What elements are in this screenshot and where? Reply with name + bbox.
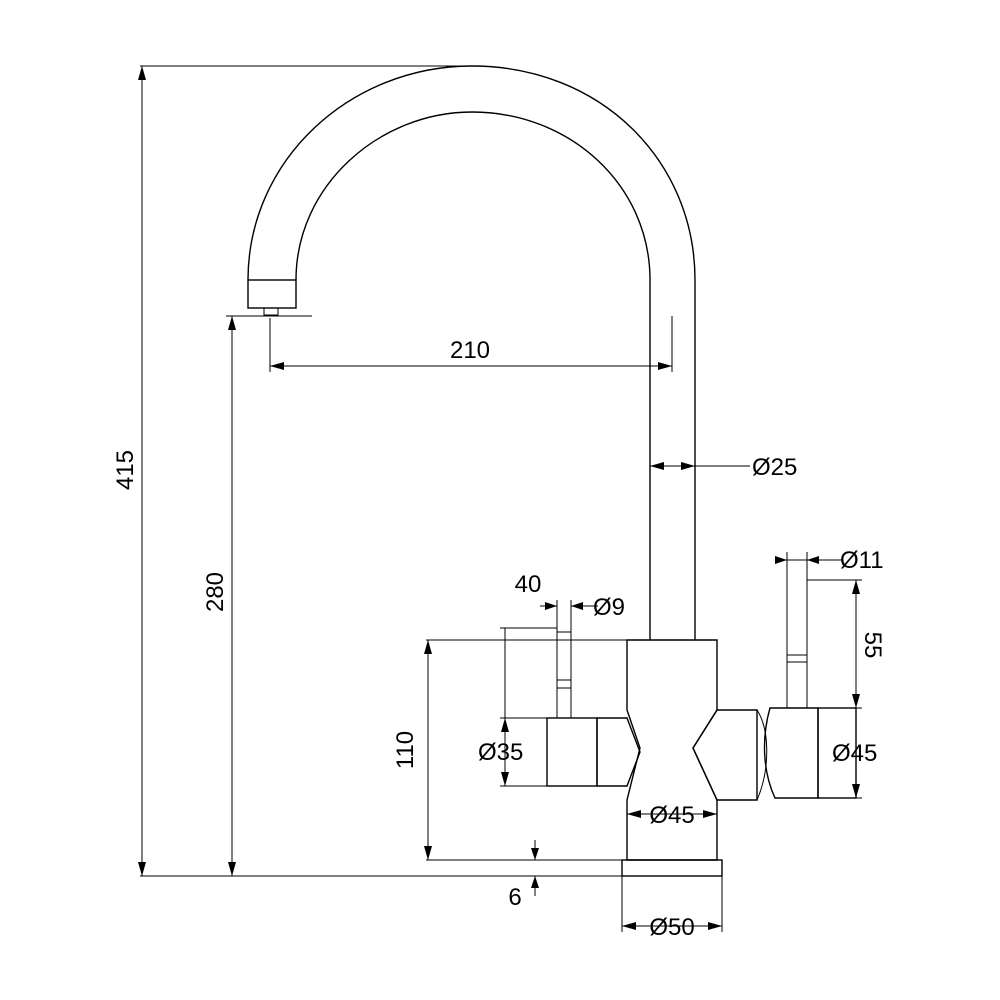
base-plate — [621, 859, 723, 877]
dimension-labels: 415 280 210 Ø25 110 40 Ø9 Ø35 Ø45 6 Ø50 … — [112, 337, 886, 941]
left-handle — [546, 631, 641, 787]
label-total-height: 415 — [112, 450, 139, 490]
label-base-diameter: Ø50 — [649, 914, 694, 941]
right-lever — [786, 559, 808, 709]
label-base-thickness: 6 — [508, 884, 521, 911]
left-lever — [556, 631, 572, 719]
label-right-handle-diameter: Ø45 — [832, 740, 877, 767]
dimension-lines — [138, 65, 862, 932]
faucet-body — [621, 639, 723, 877]
label-spout-reach: 210 — [450, 337, 490, 364]
label-left-handle-diameter: Ø35 — [478, 739, 523, 766]
label-right-lever-length: 55 — [859, 632, 886, 659]
label-spout-diameter: Ø25 — [752, 454, 797, 481]
label-body-diameter: Ø45 — [649, 802, 694, 829]
label-left-lever-offset: 40 — [515, 571, 542, 598]
spout — [247, 65, 696, 640]
label-right-lever-diameter: Ø11 — [840, 547, 884, 574]
aerator — [247, 279, 297, 309]
label-left-lever-diameter: Ø9 — [593, 594, 625, 621]
label-spout-height: 280 — [202, 572, 229, 612]
label-body-height: 110 — [392, 731, 419, 769]
aerator-tip — [263, 307, 279, 316]
